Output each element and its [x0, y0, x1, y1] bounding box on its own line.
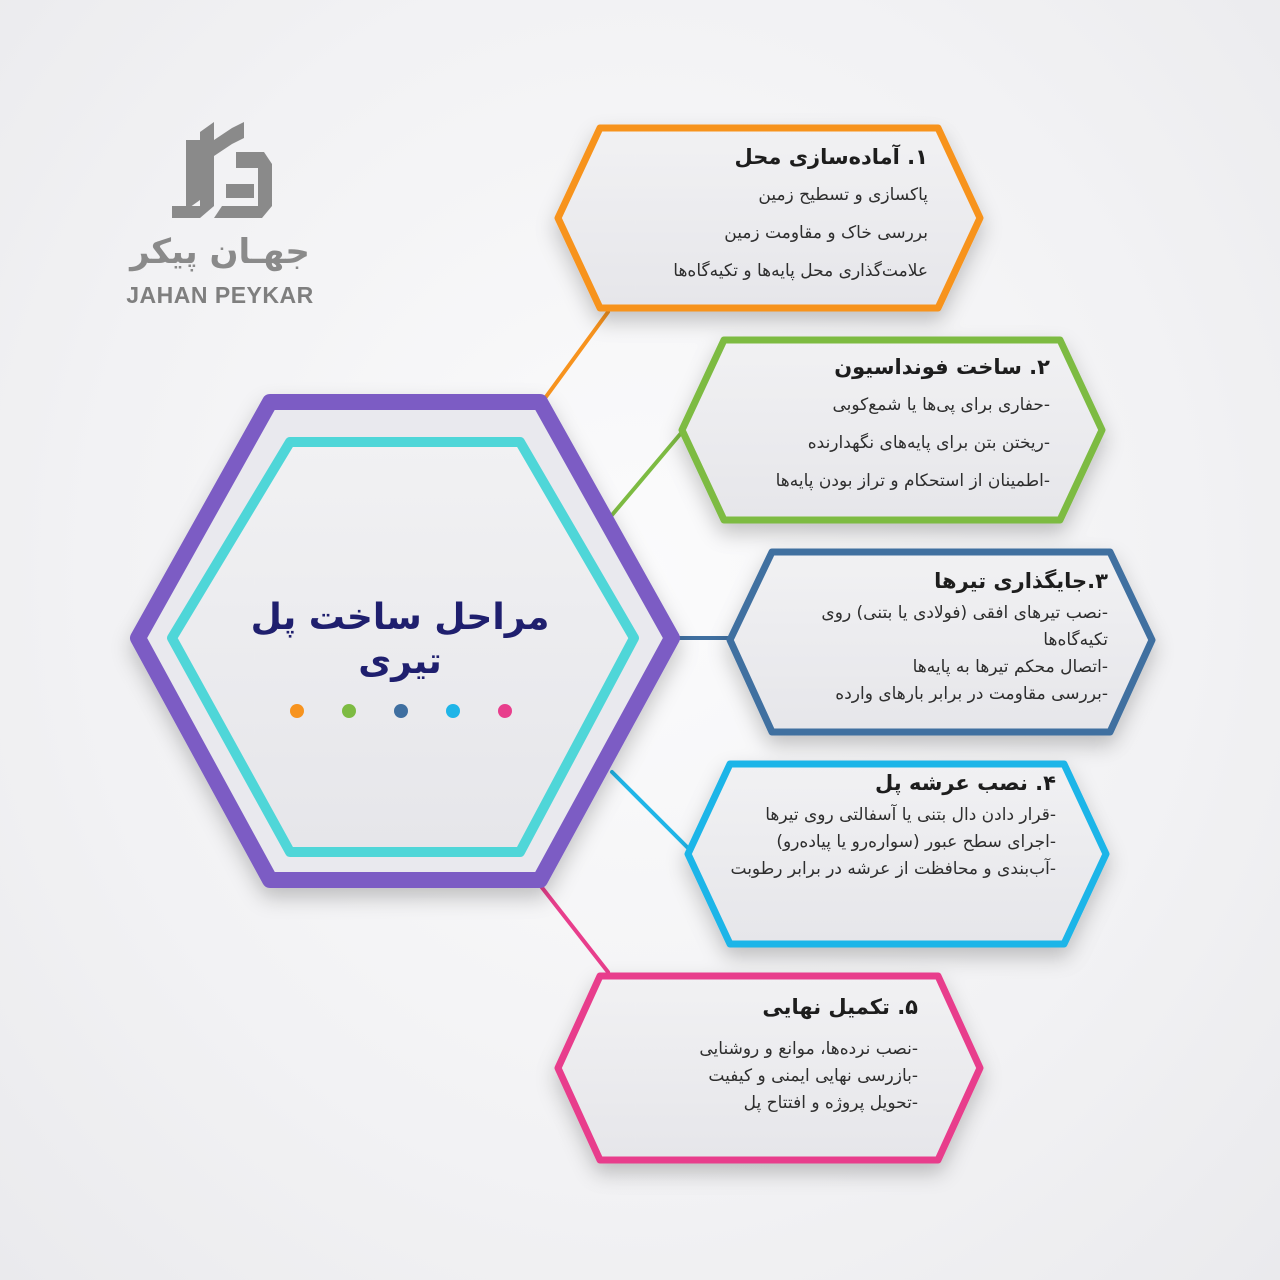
center-dots	[290, 704, 512, 718]
step4-line1: -قرار دادن دال بتنی یا آسفالتی روی تیرها	[765, 805, 1056, 825]
step2-line3: -اطمینان از استحکام و تراز بودن پایه‌ها	[775, 471, 1050, 491]
step3-box	[726, 548, 1156, 736]
step5-line3: -تحویل پروژه و افتتاح پل	[743, 1093, 918, 1113]
step3-line1: -نصب تیرهای افقی (فولادی یا بتنی) روی تک…	[821, 603, 1108, 650]
connector-lines	[538, 310, 732, 974]
step1-content: ۱. آماده‌سازی محل پاکسازی و تسطیح زمین ب…	[590, 142, 928, 290]
step3-line2: -اتصال محکم تیرها به پایه‌ها	[912, 657, 1108, 677]
step2-box	[678, 336, 1106, 524]
logo-name-en: JAHAN PEYKAR	[126, 282, 314, 308]
step4-content: ۴. نصب عرشه پل -قرار دادن دال بتنی یا آس…	[720, 768, 1057, 883]
dot-orange	[290, 704, 304, 718]
step5-content: ۵. تکمیل نهایی -نصب نرده‌ها، موانع و روش…	[600, 992, 918, 1117]
step-boxes	[554, 124, 1156, 1164]
step2-line2: -ریختن بتن برای پایه‌های نگهدارنده	[807, 433, 1050, 453]
jahan-peykar-logo-icon	[172, 122, 272, 218]
step2-line1: -حفاری برای پی‌ها یا شمع‌کوبی	[832, 395, 1050, 415]
connector-step2	[610, 430, 684, 517]
step1-line3: علامت‌گذاری محل پایه‌ها و تکیه‌گاه‌ها	[673, 261, 928, 281]
step1-line1: پاکسازی و تسطیح زمین	[758, 185, 928, 205]
step3-line3: -بررسی مقاومت در برابر بارهای وارده	[835, 684, 1108, 704]
step5-line1: -نصب نرده‌ها، موانع و روشنایی	[699, 1039, 918, 1059]
connector-step5	[538, 883, 610, 974]
step4-line2: -اجرای سطح عبور (سواره‌رو یا پیاده‌رو)	[776, 832, 1056, 852]
step5-box	[554, 972, 984, 1164]
step4-line3: -آب‌بندی و محافظت از عرشه در برابر رطوبت	[730, 859, 1057, 879]
step3-content: ۳.جایگذاری تیرها -نصب تیرهای افقی (فولاد…	[780, 566, 1108, 708]
diagram-title: مراحل ساخت پل تیری	[250, 597, 550, 682]
dot-cyan	[446, 704, 460, 718]
logo-name-fa: جهـان پیکر	[130, 232, 310, 272]
step5-title: ۵. تکمیل نهایی	[762, 995, 918, 1019]
dot-green	[342, 704, 356, 718]
step2-title: ۲. ساخت فونداسیون	[834, 355, 1050, 379]
center-hexagon-inner	[167, 437, 639, 857]
dot-pink	[498, 704, 512, 718]
step3-title: ۳.جایگذاری تیرها	[934, 569, 1108, 593]
step1-title: ۱. آماده‌سازی محل	[734, 145, 928, 169]
step4-box	[684, 760, 1110, 948]
connector-step1	[538, 310, 610, 407]
connector-step4	[610, 770, 690, 850]
step4-title: ۴. نصب عرشه پل	[875, 771, 1056, 795]
step2-content: ۲. ساخت فونداسیون -حفاری برای پی‌ها یا ش…	[712, 352, 1050, 500]
step1-box	[554, 124, 984, 312]
step5-line2: -بازرسی نهایی ایمنی و کیفیت	[708, 1066, 918, 1086]
center-hexagon	[130, 394, 680, 888]
dot-blue	[394, 704, 408, 718]
step1-line2: بررسی خاک و مقاومت زمین	[724, 223, 928, 243]
